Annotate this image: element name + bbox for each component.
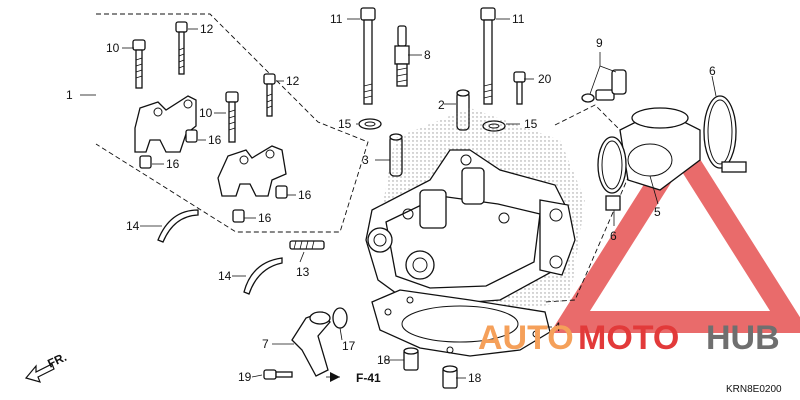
callout-6-right: 6 bbox=[709, 64, 716, 78]
reference-label: F-41 bbox=[356, 371, 381, 385]
o-ring-17 bbox=[332, 307, 348, 329]
callout-15-left: 15 bbox=[338, 117, 352, 131]
spark-plug bbox=[394, 25, 410, 87]
head-gasket bbox=[371, 289, 551, 357]
watermark-part-auto: AUTO bbox=[478, 319, 574, 357]
callout-8: 8 bbox=[424, 48, 431, 62]
callout-4: 4 bbox=[554, 320, 561, 334]
leader-lines bbox=[122, 18, 717, 379]
front-arrow-icon bbox=[24, 363, 55, 383]
clamp-6-right bbox=[703, 95, 747, 173]
callout-16-b: 16 bbox=[166, 157, 180, 171]
watermark-logo: AUTO MOTO HUB bbox=[478, 319, 780, 357]
bolt-12-lower bbox=[263, 73, 276, 117]
watermark-part-moto: MOTO bbox=[578, 319, 679, 357]
intake-insulator bbox=[619, 107, 701, 191]
callout-2: 2 bbox=[438, 98, 445, 112]
watermark-part-hub: HUB bbox=[706, 319, 780, 357]
bolt-10-lower bbox=[225, 91, 239, 143]
callout-20: 20 bbox=[538, 72, 552, 86]
callout-5: 5 bbox=[654, 205, 661, 219]
callout-6-left: 6 bbox=[610, 229, 617, 243]
callout-19: 19 bbox=[238, 370, 252, 384]
callout-16-d: 16 bbox=[258, 211, 272, 225]
stud-13 bbox=[289, 240, 325, 250]
dowel-18 bbox=[403, 347, 458, 389]
callout-14-lower: 14 bbox=[218, 269, 232, 283]
bolt-19 bbox=[263, 369, 293, 380]
seal-14-lower bbox=[243, 257, 283, 295]
sensor-9 bbox=[581, 69, 627, 103]
callout-13: 13 bbox=[296, 265, 310, 279]
stud-11-left bbox=[360, 7, 376, 105]
washer-15-left bbox=[358, 118, 382, 130]
callout-16-c: 16 bbox=[298, 188, 312, 202]
camshaft-holder-lower bbox=[217, 145, 287, 197]
seal-14-upper bbox=[157, 209, 199, 243]
callout-18-upper: 18 bbox=[377, 353, 391, 367]
callout-10-upper: 10 bbox=[106, 41, 120, 55]
callout-7: 7 bbox=[262, 337, 269, 351]
clamp-6-left bbox=[597, 136, 627, 211]
callout-16-a: 16 bbox=[208, 133, 222, 147]
reference-arrow-icon bbox=[330, 372, 340, 382]
bolt-10-upper bbox=[132, 39, 146, 89]
callout-12-lower: 12 bbox=[286, 74, 300, 88]
stud-11-right bbox=[480, 7, 496, 105]
camshaft-holder-upper bbox=[134, 95, 197, 153]
callout-3: 3 bbox=[362, 153, 369, 167]
callout-11-left: 11 bbox=[330, 12, 343, 26]
callout-9: 9 bbox=[596, 36, 603, 50]
callout-10-lower: 10 bbox=[199, 106, 213, 120]
callout-1: 1 bbox=[66, 88, 73, 102]
front-label: FR. bbox=[45, 350, 68, 371]
dowel-pin-16 bbox=[139, 129, 288, 223]
diagram-code: KRN8E0200 bbox=[726, 384, 782, 395]
bolt-20 bbox=[513, 71, 526, 105]
cylinder-head bbox=[365, 108, 585, 320]
watermark-triangle bbox=[550, 127, 800, 333]
callout-14-upper: 14 bbox=[126, 219, 140, 233]
callout-11-right: 11 bbox=[512, 12, 525, 26]
water-joint bbox=[291, 311, 331, 377]
bolt-12-upper bbox=[175, 21, 188, 75]
callout-17: 17 bbox=[342, 339, 356, 353]
callout-15-right: 15 bbox=[524, 117, 538, 131]
group-1-outline bbox=[95, 13, 369, 233]
callout-18-lower: 18 bbox=[468, 371, 482, 385]
callout-12-upper: 12 bbox=[200, 22, 214, 36]
